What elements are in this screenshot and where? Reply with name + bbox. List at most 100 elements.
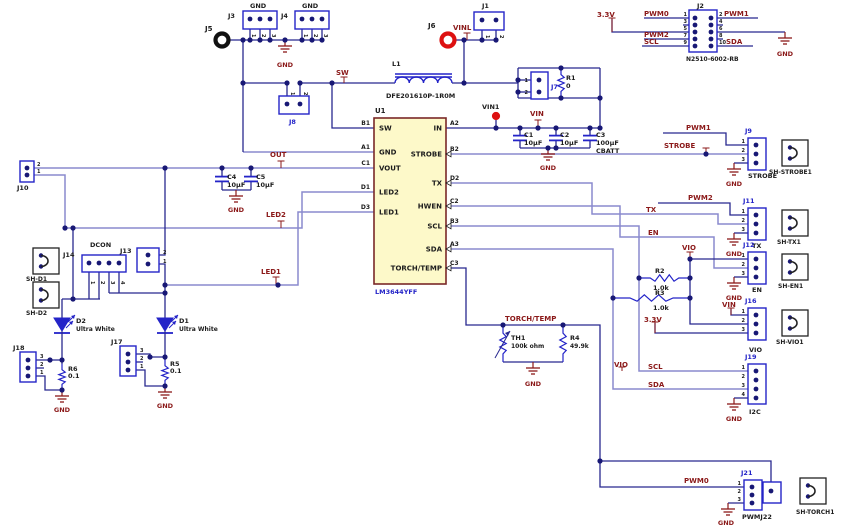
resistor-r3 [613, 293, 690, 303]
res-r4-ref: R4 [570, 334, 580, 342]
pin-num: 2 [37, 162, 41, 168]
gnd-label: GND [726, 294, 743, 302]
testpoint-ring [213, 31, 231, 49]
shunt-body [781, 309, 809, 337]
ic-part-number: LM3644YFF [375, 288, 417, 296]
net-3v3-j16: 3.3V [644, 316, 662, 324]
junction-dot [240, 37, 246, 43]
conn-j11-ref: J11 [742, 197, 755, 205]
connector-pin [692, 43, 698, 49]
connector-j12 [747, 251, 767, 285]
connector-j2 [688, 9, 718, 53]
shunt-bracket [40, 254, 49, 268]
pin-num: 2 [260, 34, 266, 38]
sh-d2-label: SH-D2 [26, 310, 47, 317]
cap-c3-val: 100µF [596, 139, 619, 147]
net-vin-j16: VIN [722, 301, 736, 309]
junction-dot [461, 37, 467, 43]
junction-dot [687, 256, 693, 262]
pin-num: 3 [742, 327, 746, 333]
pin-num: 2 [742, 148, 746, 154]
shunt-body [781, 253, 809, 281]
conn-j8-ref: J8 [288, 118, 296, 126]
pin-num: 1 [250, 34, 256, 38]
junction-dot [282, 37, 288, 43]
conn-j1-ref: J1 [481, 2, 489, 10]
connector-j4 [294, 10, 330, 30]
pin-num: 7 [684, 33, 688, 39]
junction-dot [147, 354, 153, 360]
connector-pin [753, 142, 759, 148]
pin-num: 2 [40, 362, 44, 368]
junction-dot [687, 275, 693, 281]
junction-dot [47, 357, 53, 363]
connector-pin [86, 260, 92, 266]
wire [446, 248, 748, 390]
gnd-label: GND [726, 415, 743, 423]
connector-pin [297, 101, 303, 107]
connector-pin [536, 89, 542, 95]
tp-j5-ref: J5 [204, 25, 213, 33]
conn-j13-ref: J13 [119, 247, 131, 255]
pin-num: 3 [40, 354, 44, 360]
conn-j16-ref: J16 [744, 297, 757, 305]
conn-j19-name: I2C [749, 408, 761, 416]
connector-pin [708, 43, 714, 49]
sh-vio1-label: SH-VIO1 [776, 339, 804, 346]
ic-body [373, 117, 447, 285]
pin-num: 2 [140, 356, 144, 362]
pin-num: 3 [684, 19, 688, 25]
conn-j16-name: VIO [749, 346, 762, 354]
shunt-sh-vio1 [781, 309, 809, 337]
shunt-bracket [789, 260, 798, 274]
junction-dot [560, 322, 566, 328]
pin-num: 1 [40, 370, 44, 376]
net-out: OUT [270, 151, 287, 159]
ind-l1-val: DFE201610P-1R0M [386, 92, 455, 100]
gnd-label: GND [726, 180, 743, 188]
ic-pin-name: HWEN [418, 203, 442, 211]
pin-num: 2 [498, 35, 504, 39]
connector-pin [493, 17, 499, 23]
connector-pin [753, 212, 759, 218]
shunt-bracket [789, 146, 798, 160]
junction-dot [597, 95, 603, 101]
wire [36, 375, 62, 391]
res-r5-val: 0.1 [170, 367, 182, 375]
pin-num: 1 [738, 481, 742, 487]
net-tick [727, 307, 735, 315]
gnd-symbol [727, 233, 741, 246]
net-sda-j2: SDA [726, 38, 743, 46]
net-pwm0-j2: PWM0 [644, 10, 669, 18]
led-arrowhead [172, 321, 176, 325]
sh-en1-label: SH-EN1 [778, 283, 803, 290]
resistor-body [556, 68, 566, 98]
connector-pin [145, 261, 151, 267]
shunt-body [32, 281, 60, 309]
junction-dot [284, 80, 290, 86]
connector-pin [25, 365, 31, 371]
wire [65, 191, 374, 229]
junction-dot [493, 37, 499, 43]
res-r6-val: 0.1 [68, 372, 80, 380]
wire [446, 205, 748, 269]
junction-dot [515, 77, 521, 83]
net-pwm2-j2: PWM2 [644, 31, 669, 39]
pin-num: 1 [163, 259, 167, 265]
net-pwm1-j9: PWM1 [686, 124, 711, 132]
junction-dot [558, 95, 564, 101]
connector-pin [753, 368, 759, 374]
junction-dot [162, 165, 168, 171]
connector-body [81, 254, 127, 273]
connector-pin [479, 17, 485, 23]
connector-j16 [747, 307, 767, 341]
gnd-label: GND [777, 50, 794, 58]
pin-num: 4 [119, 281, 125, 285]
junction-dot [553, 125, 559, 131]
pin-num: 3 [270, 34, 276, 38]
shunt-sh-d2 [32, 281, 60, 309]
shunt-sh-d1 [32, 247, 60, 275]
shunt-sh-strobe1 [781, 139, 809, 167]
gnd-symbol [229, 190, 243, 203]
conn-j9-ref: J9 [744, 127, 752, 135]
